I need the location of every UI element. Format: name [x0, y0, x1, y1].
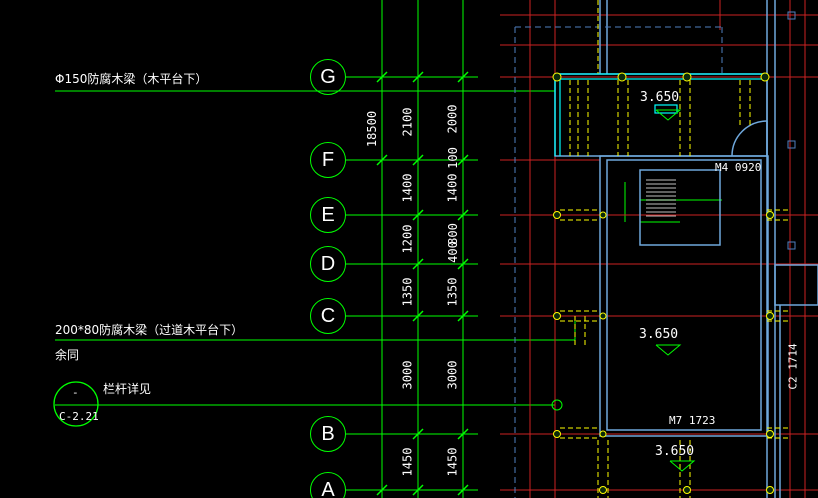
axis-bubble-g: G — [310, 59, 346, 95]
dim-col1: 1450 — [400, 447, 415, 477]
dim-col2: 100 — [445, 147, 460, 169]
railing-note: 栏杆详见 — [103, 382, 152, 396]
axis-bubble-c: C — [310, 298, 346, 334]
axis-bubble-f: F — [310, 142, 346, 178]
beam150-note: Φ150防腐木梁（木平台下） — [55, 72, 208, 86]
dim-col1: 1400 — [400, 173, 415, 203]
axis-bubble-a: A — [310, 472, 346, 498]
detail-ref-bottom: C-2.21 — [59, 410, 99, 423]
axis-bubble-b: B — [310, 416, 346, 452]
dim-col2: 3000 — [445, 360, 460, 390]
axis-bubble-e: E — [310, 197, 346, 233]
dim-col1: 2100 — [400, 107, 415, 137]
dim-col1: 1350 — [400, 277, 415, 307]
elevation-mark: 3.650 — [640, 90, 680, 105]
beam200-note: 200*80防腐木梁（过道木平台下） — [55, 323, 244, 337]
door-label-m7: M7 1723 — [669, 414, 716, 427]
dim-col2: 1450 — [445, 447, 460, 477]
dim-total: 18500 — [365, 110, 380, 148]
dim-col2: 1400 — [445, 173, 460, 203]
dim-col1: 3000 — [400, 360, 415, 390]
remaining-note: 余同 — [55, 348, 80, 362]
dim-col2: 1350 — [445, 277, 460, 307]
elevation-mark: 3.650 — [639, 327, 679, 342]
axis-bubble-d: D — [310, 246, 346, 282]
detail-ref-top: - — [72, 386, 79, 399]
dim-col2: 400 — [445, 241, 460, 263]
door-label-m4: M4 0920 — [715, 161, 762, 174]
elevation-mark: 3.650 — [655, 444, 695, 459]
window-label-c2: C2 1714 — [786, 343, 800, 390]
dim-col1: 1200 — [400, 224, 415, 254]
dim-col2: 2000 — [445, 104, 460, 134]
